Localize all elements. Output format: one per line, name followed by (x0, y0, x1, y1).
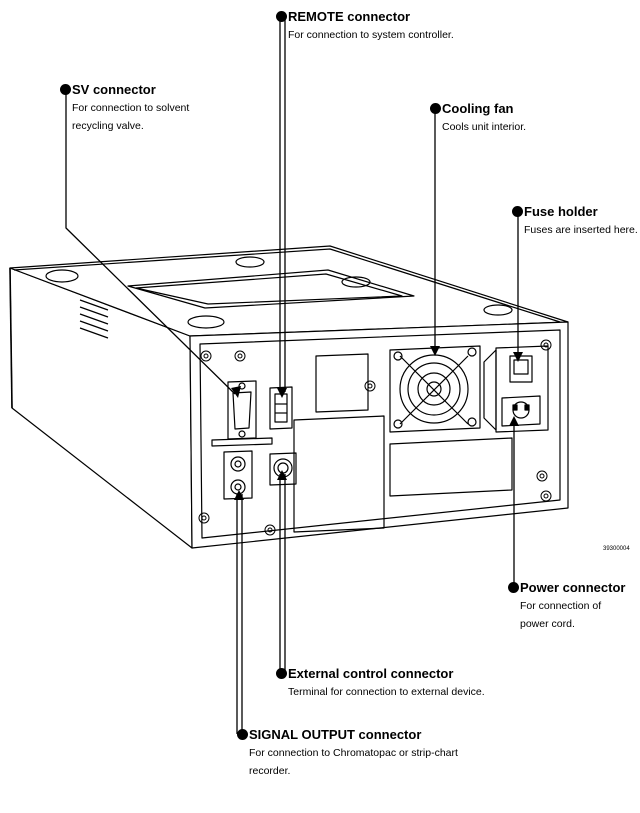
callout-description: For connection to Chromatopac or strip-c… (249, 747, 458, 777)
side-vents (79, 299, 109, 339)
signal-output-illustration (223, 450, 253, 500)
bullet-icon (276, 668, 287, 679)
callout-title: REMOTE connector (288, 9, 411, 24)
blank-plate-lower (293, 415, 385, 533)
callout-fuse-holder: Fuse holder Fuses are inserted here. (512, 203, 640, 239)
callout-description: Cools unit interior. (442, 121, 527, 133)
callout-description: Fuses are inserted here. (524, 224, 638, 236)
callout-external-control: External control connector Terminal for … (276, 665, 485, 701)
callout-title: Power connector (520, 580, 626, 595)
callout-description: Terminal for connection to external devi… (288, 686, 485, 698)
leader-lines (65, 15, 519, 734)
top-lid (127, 269, 415, 309)
callout-description: For connection of power cord. (520, 600, 602, 630)
bullet-icon (512, 206, 523, 217)
arrowheads (231, 346, 523, 500)
bullet-icon (237, 729, 248, 740)
blank-plate-right (389, 437, 513, 497)
callout-title: SIGNAL OUTPUT connector (249, 727, 422, 742)
bullet-icon (508, 582, 519, 593)
callout-description: For connection to solvent recycling valv… (72, 102, 190, 132)
panel-screws (198, 339, 552, 536)
callout-sv-connector: SV connector For connection to solvent r… (60, 81, 189, 135)
bullet-icon (276, 11, 287, 22)
figure-code: 39300004 (603, 546, 630, 552)
callout-title: Cooling fan (442, 101, 514, 116)
callout-title: Fuse holder (524, 204, 598, 219)
callout-cooling-fan: Cooling fan Cools unit interior. (430, 100, 526, 136)
callout-title: External control connector (288, 666, 454, 681)
cooling-fan-illustration (389, 345, 481, 433)
bullet-icon (430, 103, 441, 114)
callout-remote-connector: REMOTE connector For connection to syste… (276, 8, 454, 44)
callout-signal-output: SIGNAL OUTPUT connector For connection t… (237, 726, 458, 780)
bullet-icon (60, 84, 71, 95)
blank-plate-upper (315, 353, 369, 413)
callout-power-connector: Power connector For connection of power … (508, 579, 625, 633)
callout-title: SV connector (72, 82, 156, 97)
callout-description: For connection to system controller. (288, 29, 454, 41)
